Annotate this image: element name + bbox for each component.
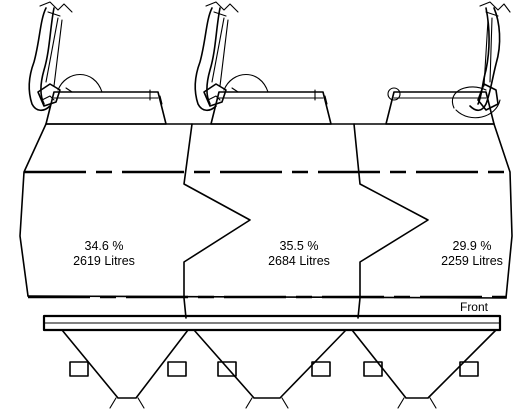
bulkhead-2 [353, 123, 429, 319]
hatch-arm-2 [194, 1, 269, 112]
hopper-2 [193, 329, 347, 409]
compartment-1-percent: 34.6 % [85, 239, 124, 253]
compartment-2-percent: 35.5 % [280, 239, 319, 253]
front-label: Front [460, 300, 489, 314]
bulkhead-1 [183, 123, 251, 319]
compartment-1-volume: 2619 Litres [73, 254, 135, 268]
hatch-2 [194, 1, 332, 125]
compartment-2: 35.5 % 2684 Litres [268, 239, 330, 268]
compartment-3: 29.9 % 2259 Litres [441, 239, 503, 268]
hatch-3 [385, 1, 511, 125]
hatch-arm-3 [451, 1, 511, 119]
hopper-1 [61, 329, 189, 409]
tank-body [19, 123, 513, 299]
hatch-1 [28, 1, 167, 125]
compartment-1: 34.6 % 2619 Litres [73, 239, 135, 268]
compartment-3-volume: 2259 Litres [441, 254, 503, 268]
hatch-arm-1 [28, 1, 103, 112]
hopper-3 [351, 329, 497, 409]
compartment-2-volume: 2684 Litres [268, 254, 330, 268]
compartment-3-percent: 29.9 % [453, 239, 492, 253]
